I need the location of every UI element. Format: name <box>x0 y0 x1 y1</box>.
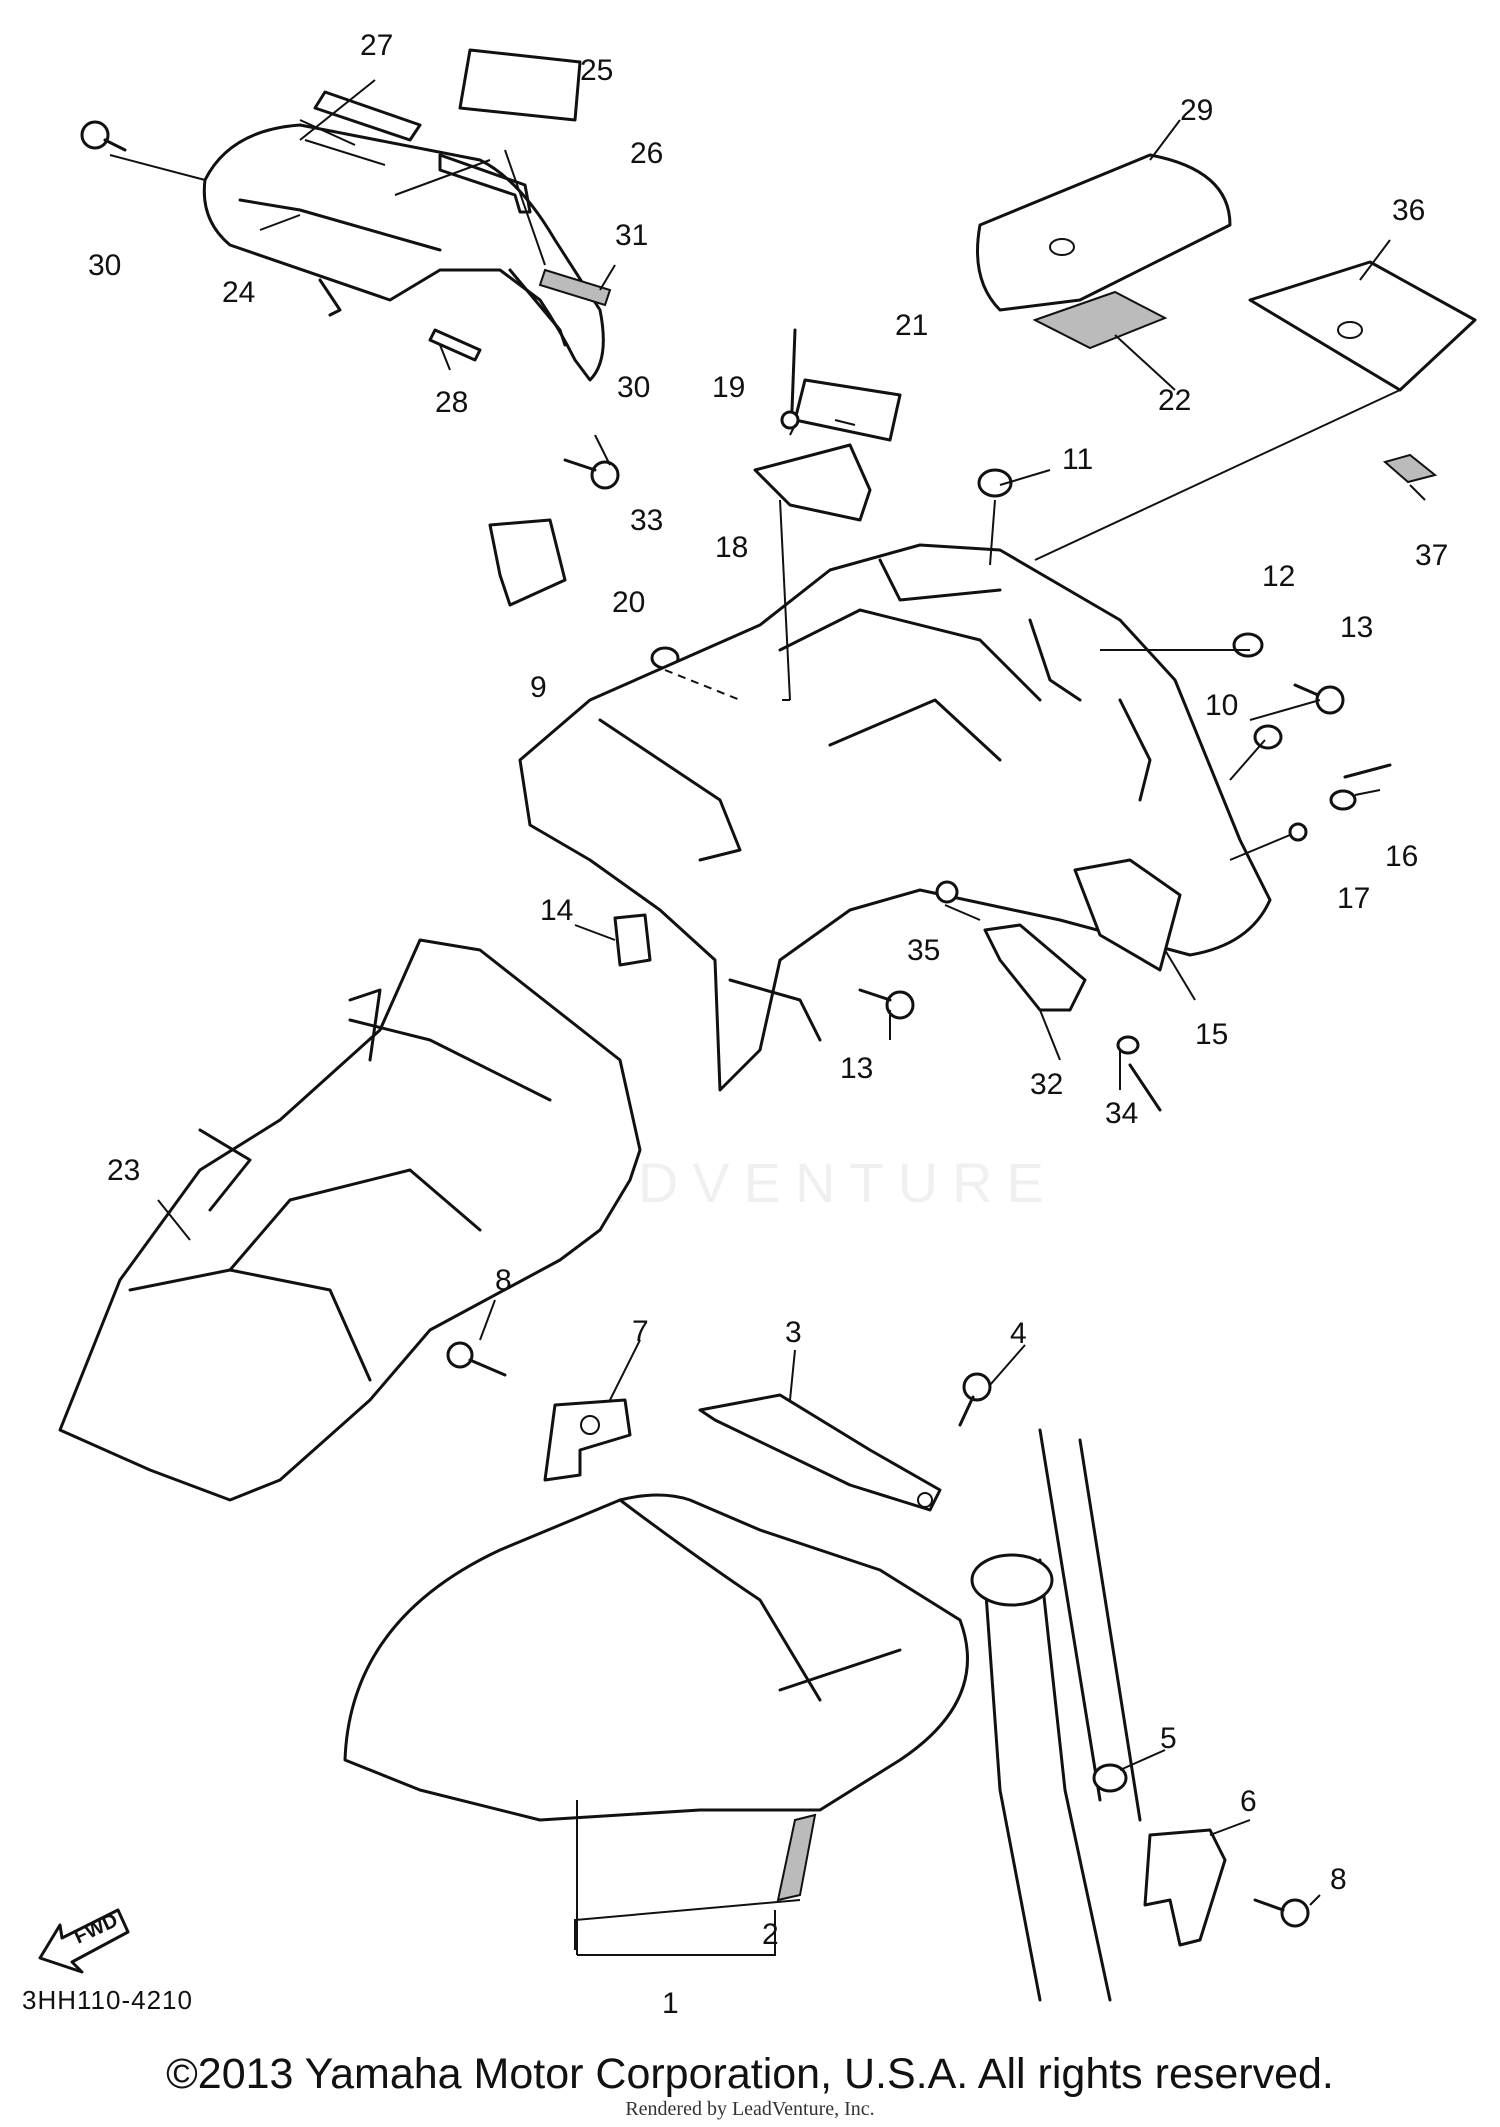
part-1-front-fender <box>343 1493 969 1822</box>
callout-7: 7 <box>632 1315 649 1348</box>
callout-35: 35 <box>907 934 940 967</box>
part-6-bracket <box>1143 1828 1227 1947</box>
callout-21: 21 <box>895 309 928 342</box>
callout-28: 28 <box>435 386 468 419</box>
callout-22: 22 <box>1158 384 1191 417</box>
callout-8-lower: 8 <box>1330 1863 1347 1896</box>
part-8-bolt-upper <box>446 1341 507 1377</box>
callout-4: 4 <box>1010 1317 1027 1350</box>
part-22-pad <box>1032 290 1168 350</box>
part-3-stay <box>698 1393 942 1512</box>
part-33-bracket <box>488 518 567 607</box>
part-7-bracket <box>543 1398 632 1482</box>
callout-12: 12 <box>1262 560 1295 593</box>
part-34-rivet <box>1116 1035 1162 1112</box>
callout-31: 31 <box>615 219 648 252</box>
callout-34: 34 <box>1105 1097 1138 1130</box>
callout-5: 5 <box>1160 1722 1177 1755</box>
callout-17: 17 <box>1337 882 1370 915</box>
part-28-strip <box>428 328 482 362</box>
diagram-code: 3HH110-4210 <box>22 1985 193 2015</box>
part-30-bolt-lower <box>563 458 620 490</box>
callout-13-upper: 13 <box>1340 611 1373 644</box>
callout-19: 19 <box>712 371 745 404</box>
callout-10: 10 <box>1205 689 1238 722</box>
callout-16: 16 <box>1385 840 1418 873</box>
part-5-clip <box>1092 1763 1128 1793</box>
callout-8-upper: 8 <box>495 1264 512 1297</box>
part-2-emblem <box>776 1813 817 1902</box>
callout-30-lower: 30 <box>617 371 650 404</box>
callout-26: 26 <box>630 137 663 170</box>
callout-30-upper: 30 <box>88 249 121 282</box>
part-29-seat <box>976 153 1232 312</box>
part-13-bolt-upper <box>1293 683 1345 715</box>
part-32-bracket <box>983 923 1087 1012</box>
callout-13-lower: 13 <box>840 1052 873 1085</box>
part-30-bolt-upper <box>80 120 127 152</box>
part-27-bar <box>313 90 422 142</box>
callout-14: 14 <box>540 894 573 927</box>
fwd-arrow-icon: FWD <box>38 1908 130 1974</box>
part-31-pad <box>538 268 612 307</box>
callout-labels: 1 2 3 4 5 6 7 8 8 9 10 11 12 13 13 14 15… <box>88 29 1448 2020</box>
part-21-strap <box>793 378 902 442</box>
callout-29: 29 <box>1180 94 1213 127</box>
part-18-bracket <box>753 443 872 522</box>
rendered-by-note: Rendered by LeadVenture, Inc. <box>625 2098 875 2120</box>
callout-11: 11 <box>1062 443 1093 476</box>
copyright-notice: ©2013 Yamaha Motor Corporation, U.S.A. A… <box>166 2050 1334 2098</box>
part-12-nut <box>1232 632 1264 658</box>
part-24-cowl <box>202 123 605 382</box>
part-13-bolt-lower <box>858 988 915 1020</box>
part-19-bolt <box>780 328 800 430</box>
callout-24: 24 <box>222 276 255 309</box>
part-14-clip <box>613 913 652 967</box>
callout-6: 6 <box>1240 1785 1257 1818</box>
callout-3: 3 <box>785 1316 802 1349</box>
callout-20: 20 <box>612 586 645 619</box>
callout-18: 18 <box>715 531 748 564</box>
callout-32: 32 <box>1030 1068 1063 1101</box>
part-4-bolt <box>958 1372 992 1427</box>
part-10-clip <box>1253 724 1283 750</box>
part-16-rivet <box>1329 763 1392 811</box>
callout-2: 2 <box>762 1918 779 1951</box>
part-25-plate <box>458 48 582 122</box>
callout-25: 25 <box>580 54 613 87</box>
leader-lines <box>109 79 1426 1956</box>
part-23-inner-fender <box>58 938 642 1502</box>
callout-33: 33 <box>630 504 663 537</box>
part-11-grommet <box>977 468 1013 498</box>
callout-37: 37 <box>1415 539 1448 572</box>
part-35-nut <box>935 880 959 904</box>
part-17-washer <box>1288 822 1308 842</box>
part-36-plate <box>1248 260 1477 392</box>
part-37-pad <box>1382 453 1438 484</box>
callout-36: 36 <box>1392 194 1425 227</box>
fork-tube <box>970 1428 1142 2002</box>
part-9-rear-fender <box>518 543 1272 1092</box>
callout-1: 1 <box>662 1987 679 2020</box>
part-15-reflector <box>1073 858 1182 972</box>
callout-27: 27 <box>360 29 393 62</box>
callout-15: 15 <box>1195 1018 1228 1051</box>
callout-9: 9 <box>530 671 547 704</box>
part-8-bolt-lower <box>1253 1898 1310 1928</box>
callout-23: 23 <box>107 1154 140 1187</box>
part-26-bar <box>438 153 532 214</box>
